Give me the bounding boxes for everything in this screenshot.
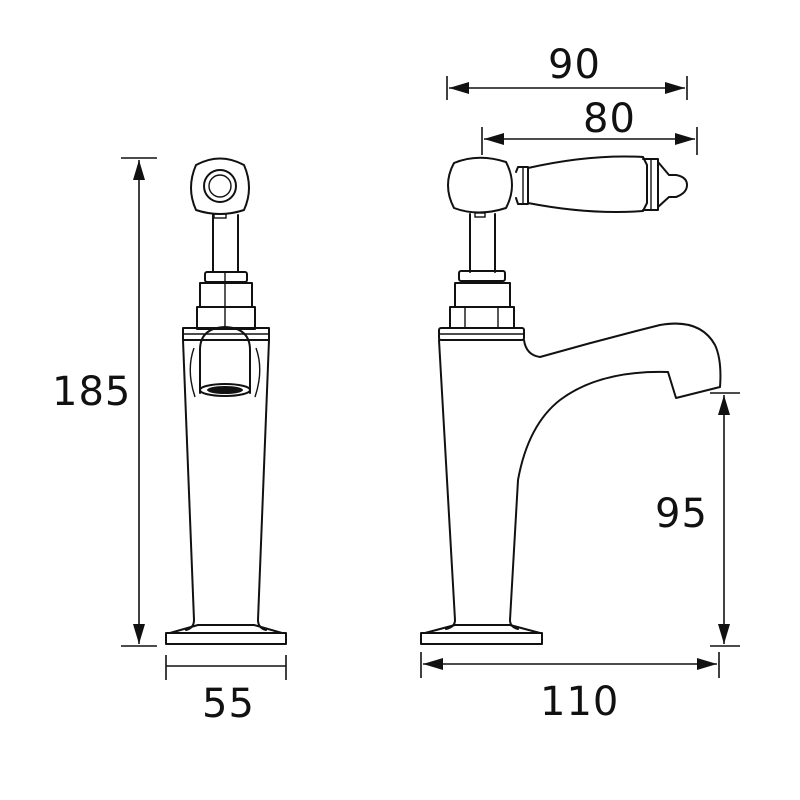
- dimension-185: [121, 157, 157, 647]
- dimension-90: [446, 76, 688, 100]
- label-handle-span-90: 90: [548, 42, 601, 88]
- label-handle-length-80: 80: [583, 96, 636, 142]
- dimension-55: [165, 655, 287, 680]
- lever-handle: [447, 155, 688, 218]
- dimension-110: [420, 652, 720, 678]
- label-spout-projection-110: 110: [540, 679, 620, 725]
- label-spout-clearance-95: 95: [655, 491, 708, 537]
- side-view-tap: [420, 155, 722, 645]
- dimension-80: [481, 127, 698, 155]
- dimension-95: [710, 392, 740, 647]
- front-view-tap: [165, 157, 287, 645]
- label-height-185: 185: [52, 369, 132, 415]
- handle-end-view: [190, 157, 250, 219]
- label-base-width-55: 55: [202, 681, 255, 727]
